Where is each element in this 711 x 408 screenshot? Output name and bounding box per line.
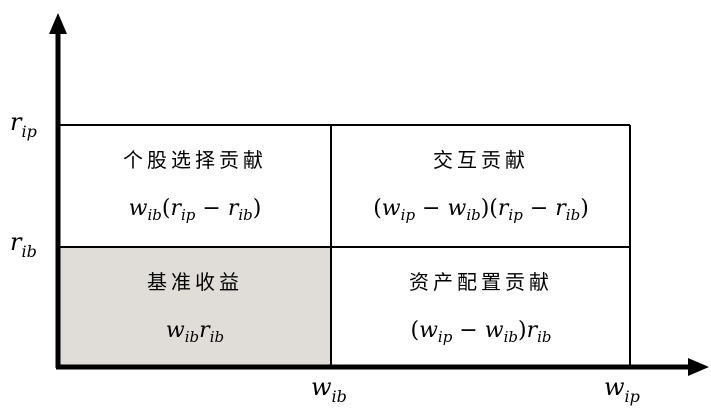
x-label-w-ip: wip	[604, 373, 640, 406]
y-label-r-ip: rip	[10, 108, 37, 141]
stock-selection-title: 个股选择贡献	[123, 148, 267, 172]
interaction-title: 交互贡献	[433, 148, 529, 172]
y-axis-arrow-icon	[49, 13, 67, 34]
x-label-w-ib: wib	[311, 373, 347, 406]
allocation-formula: (wip − wib)rib	[410, 318, 551, 346]
interaction-formula: (wip − wib)(rip − rib)	[373, 196, 589, 224]
benchmark-cell-fill	[59, 248, 331, 367]
allocation-title: 资产配置贡献	[409, 270, 553, 294]
benchmark-title: 基准收益	[147, 270, 243, 294]
y-label-r-ib: rib	[10, 228, 37, 261]
stock-selection-formula: wib(rip − rib)	[129, 196, 262, 224]
benchmark-formula: wibrib	[166, 318, 224, 346]
x-axis-arrow-icon	[688, 358, 709, 376]
